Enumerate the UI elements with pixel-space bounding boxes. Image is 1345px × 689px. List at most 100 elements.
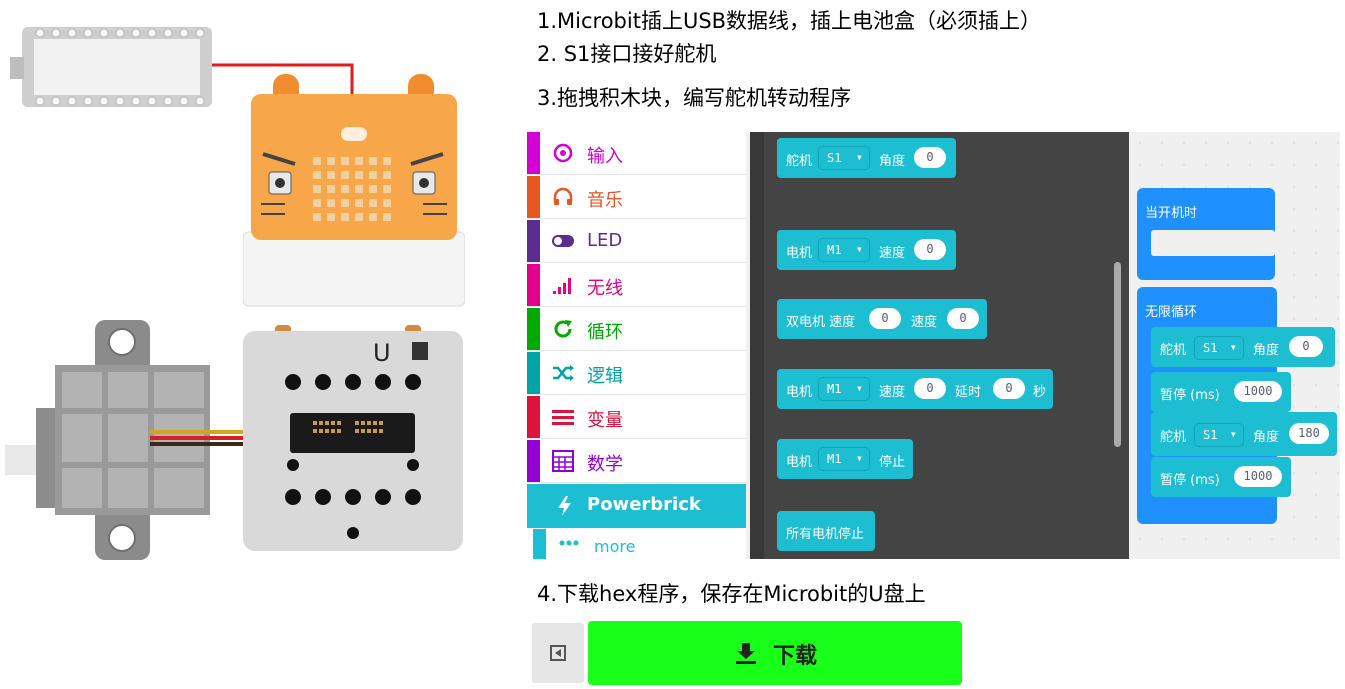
makecode-editor: 输入 音乐 LED 无线 循环 逻辑 变 xyxy=(527,132,1340,559)
motor-dropdown[interactable]: M1▾ xyxy=(818,447,870,471)
empty-slot xyxy=(1151,230,1275,256)
speed-input[interactable]: 0 xyxy=(914,378,946,399)
toolbox-item-logic[interactable]: 逻辑 xyxy=(527,352,746,395)
delay-input[interactable]: 0 xyxy=(993,378,1025,399)
flyout-block-dual-motor[interactable]: 双电机 速度 0 速度 0 xyxy=(777,299,987,339)
toolbox-item-variables[interactable]: 变量 xyxy=(527,396,746,439)
headphones-icon xyxy=(553,187,573,205)
block-label: 电机 xyxy=(786,385,813,400)
lines-icon xyxy=(552,410,574,425)
toolbox-item-label: 输入 xyxy=(587,146,623,167)
toolbox-item-label: 变量 xyxy=(587,410,623,431)
toolbox-item-label: Powerbrick xyxy=(587,494,701,515)
step-3-text: 3.拖拽积木块，编写舵机转动程序 xyxy=(537,86,852,110)
battery-box xyxy=(10,25,215,110)
flyout-block-motor-stop[interactable]: 电机 M1▾ 停止 xyxy=(777,439,913,479)
pause-input[interactable]: 1000 xyxy=(1234,466,1282,487)
download-label: 下载 xyxy=(773,644,818,669)
toolbox-item-input[interactable]: 输入 xyxy=(527,132,746,175)
servo-port-dropdown[interactable]: S1▾ xyxy=(1194,336,1244,360)
speed-input-2[interactable]: 0 xyxy=(947,308,979,329)
block-label: 角度 xyxy=(1253,430,1280,445)
calculator-icon xyxy=(552,450,574,472)
block-label: 电机 xyxy=(786,455,813,470)
toolbox-item-radio[interactable]: 无线 xyxy=(527,264,746,307)
toolbox-item-led[interactable]: LED xyxy=(527,220,746,263)
block-label: 舵机 xyxy=(1160,430,1187,445)
dropdown-arrow-icon: ▾ xyxy=(855,381,863,395)
toolbox-item-powerbrick[interactable]: Powerbrick xyxy=(527,484,746,528)
servo-port-dropdown[interactable]: S1▾ xyxy=(818,146,870,170)
flyout-scrollbar[interactable] xyxy=(1114,262,1121,447)
dropdown-arrow-icon: ▾ xyxy=(1229,340,1237,354)
angle-input[interactable]: 0 xyxy=(914,147,946,168)
on-start-label: 当开机时 xyxy=(1145,206,1198,221)
servo-block-1[interactable]: 舵机 S1▾ 角度 0 xyxy=(1151,327,1335,367)
collapse-icon xyxy=(550,645,566,661)
flyout-block-all-motors-stop[interactable]: 所有电机停止 xyxy=(777,511,875,551)
lightning-icon xyxy=(558,496,571,516)
signal-bars-icon xyxy=(553,278,571,294)
board-graphic xyxy=(215,325,463,551)
block-label: 电机 xyxy=(786,246,813,261)
microbit-orange-shell xyxy=(242,72,466,308)
flyout-block-servo[interactable]: 舵机 S1▾ 角度 0 xyxy=(777,138,956,178)
angle-input[interactable]: 0 xyxy=(1289,336,1323,357)
step-4-text: 4.下载hex程序，保存在Microbit的U盘上 xyxy=(537,582,926,606)
dropdown-arrow-icon: ▾ xyxy=(1229,427,1237,441)
pause-block-2[interactable]: 暂停 (ms) 1000 xyxy=(1151,457,1291,497)
toolbox-item-label: LED xyxy=(587,230,623,251)
toolbox-item-math[interactable]: 数学 xyxy=(527,440,746,483)
refresh-icon xyxy=(554,320,572,338)
download-button[interactable]: 下载 xyxy=(588,621,962,685)
servo-motor xyxy=(0,320,215,560)
block-label: 所有电机停止 xyxy=(786,527,865,542)
block-label: 双电机 速度 xyxy=(786,315,856,330)
more-dots-icon xyxy=(559,540,579,546)
block-label: 暂停 (ms) xyxy=(1160,473,1220,488)
motor-dropdown[interactable]: M1▾ xyxy=(818,238,870,262)
step-2-text: 2. S1接口接好舵机 xyxy=(537,42,717,66)
collapse-button[interactable] xyxy=(532,623,584,683)
dropdown-arrow-icon: ▾ xyxy=(855,242,863,256)
toolbox-item-label: 逻辑 xyxy=(587,366,623,387)
toolbox-item-label: more xyxy=(594,537,636,556)
on-start-block[interactable]: 当开机时 xyxy=(1137,188,1275,280)
speed-input-1[interactable]: 0 xyxy=(869,308,901,329)
dropdown-arrow-icon: ▾ xyxy=(855,451,863,465)
toolbox-item-label: 循环 xyxy=(587,322,623,343)
toolbox-item-label: 无线 xyxy=(587,278,623,299)
toolbox-item-loops[interactable]: 循环 xyxy=(527,308,746,351)
servo-graphic xyxy=(5,320,215,560)
angle-input[interactable]: 180 xyxy=(1289,423,1329,444)
motor-dropdown[interactable]: M1▾ xyxy=(818,377,870,401)
shuffle-icon xyxy=(553,365,574,381)
block-label: 角度 xyxy=(879,154,906,169)
servo-port-dropdown[interactable]: S1▾ xyxy=(1194,423,1244,447)
toolbox-item-more[interactable]: more xyxy=(527,529,746,559)
block-label: 角度 xyxy=(1253,343,1280,358)
block-label: 延时 xyxy=(955,385,982,400)
block-label: 秒 xyxy=(1033,385,1047,400)
block-label: 停止 xyxy=(879,455,906,470)
dropdown-arrow-icon: ▾ xyxy=(855,150,863,164)
code-workspace: 当开机时 无限循环 舵机 S1▾ 角度 0 暂停 (ms) 1000 舵机 S1… xyxy=(1129,132,1340,559)
toolbox-item-music[interactable]: 音乐 xyxy=(527,176,746,219)
toolbox-item-label: 音乐 xyxy=(587,190,623,211)
download-icon xyxy=(736,643,756,664)
toggle-icon xyxy=(552,235,574,247)
block-label: 舵机 xyxy=(786,154,813,169)
speed-input[interactable]: 0 xyxy=(914,239,946,260)
port-u-label: U xyxy=(373,339,391,367)
flyout-block-motor-delay[interactable]: 电机 M1▾ 速度 0 延时 0 秒 xyxy=(777,369,1053,409)
forever-label: 无限循环 xyxy=(1145,305,1198,320)
pause-block-1[interactable]: 暂停 (ms) 1000 xyxy=(1151,372,1291,412)
pause-input[interactable]: 1000 xyxy=(1234,381,1282,402)
toolbox-item-label: 数学 xyxy=(587,454,623,475)
servo-block-2[interactable]: 舵机 S1▾ 角度 180 xyxy=(1151,412,1337,456)
flyout-block-motor-speed[interactable]: 电机 M1▾ 速度 0 xyxy=(777,230,956,270)
block-label: 速度 xyxy=(911,315,938,330)
powerbrick-board: U xyxy=(215,325,465,553)
flyout-edge xyxy=(750,132,764,559)
red-cable xyxy=(212,60,357,100)
